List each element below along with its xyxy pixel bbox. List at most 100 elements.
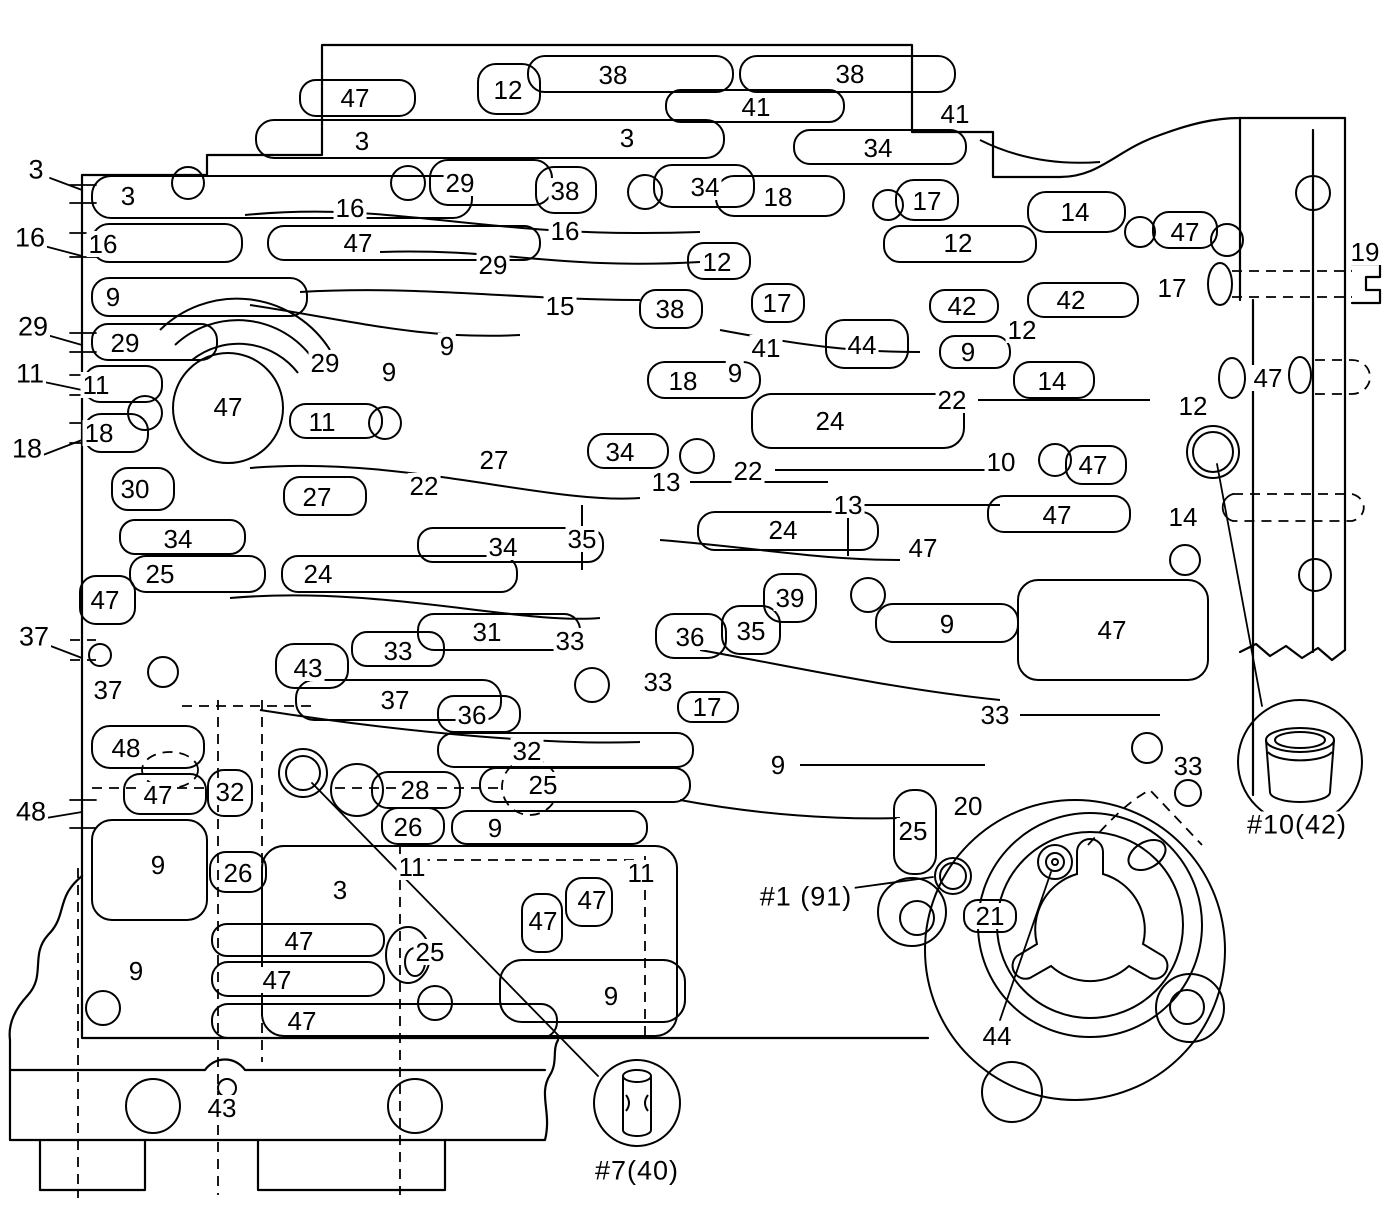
part-number-label: 17 [760,288,794,318]
part-number-label: 48 [13,796,49,827]
part-number-label: 9 [379,357,399,387]
part-number-label: 41 [938,99,972,129]
part-number-label: 14 [1035,366,1069,396]
part-number-label: 30 [118,474,152,504]
part-number-label: 47 [260,965,294,995]
part-number-label: 16 [12,222,48,253]
part-number-label: 36 [455,700,489,730]
callout-1-91: #1 (91) [757,881,855,912]
part-number-label: 41 [749,333,783,363]
part-number-label: 37 [378,685,412,715]
part-number-label: 11 [13,358,47,389]
part-number-label: 42 [1054,285,1088,315]
part-number-label: 47 [141,780,175,810]
part-number-label: 43 [205,1093,239,1123]
part-number-label: 35 [734,616,768,646]
part-number-label: 34 [688,172,722,202]
retainer-clip-19 [1350,262,1382,305]
part-number-label: 16 [548,216,582,246]
part-number-label: 41 [739,92,773,122]
part-number-label: 12 [700,247,734,277]
part-number-label: 39 [773,583,807,613]
part-number-label: 43 [291,653,325,683]
part-number-label: 9 [768,750,788,780]
part-number-label: 37 [16,621,52,652]
part-number-label: 37 [91,675,125,705]
part-number-label: 25 [413,937,447,967]
part-number-label: 18 [9,433,45,464]
part-number-label: 27 [300,482,334,512]
oil-seal-bore [1186,425,1240,479]
part-number-label: 47 [211,392,245,422]
part-number-label: 14 [1058,197,1092,227]
part-number-label: 3 [26,154,46,185]
part-number-label: 25 [896,816,930,846]
leader-callout-10 [1216,463,1263,707]
part-number-label: 38 [833,59,867,89]
part-number-label: 13 [831,490,865,520]
part-number-label: 19 [1348,237,1382,267]
trilobe-rotor-icon [1011,838,1169,983]
part-number-label: 3 [118,181,138,211]
part-number-label: 11 [80,370,112,400]
part-number-label: 11 [396,852,428,882]
part-number-label: 47 [1076,450,1110,480]
part-number-label: 36 [673,622,707,652]
part-number-label: 9 [126,956,146,986]
part-number-label: 27 [477,445,511,475]
part-number-label: 33 [641,667,675,697]
part-number-label: 9 [601,981,621,1011]
part-number-label: 34 [861,133,895,163]
leader-callout-1 [845,876,934,890]
part-number-label: 20 [951,791,985,821]
part-number-label: 18 [761,182,795,212]
part-number-label: 12 [941,228,975,258]
part-number-label: 22 [731,456,765,486]
part-number-label: 25 [143,559,177,589]
part-number-label: 12 [1176,391,1210,421]
part-number-label: 34 [603,437,637,467]
part-number-label: 24 [813,406,847,436]
callout-7-40: #7(40) [592,1155,682,1186]
part-number-label: 11 [306,407,338,437]
part-number-label: 32 [510,736,544,766]
pump-flange-outline [924,799,1226,1101]
part-number-label: 24 [766,515,800,545]
part-number-label: 18 [666,366,700,396]
part-number-label: 38 [653,294,687,324]
part-number-label: 26 [391,812,425,842]
part-number-label: 42 [945,291,979,321]
part-number-label: 33 [978,700,1012,730]
part-number-label: 47 [526,906,560,936]
part-number-label: 11 [625,858,657,888]
part-number-label: 3 [617,123,637,153]
part-number-label: 17 [1155,273,1189,303]
part-number-label: 15 [543,291,577,321]
pump-assembly [877,799,1226,1123]
part-number-label: 31 [470,617,504,647]
part-number-label: 16 [86,229,120,259]
callout-10-42: #10(42) [1244,809,1350,840]
part-number-label: 22 [935,385,969,415]
part-number-label: 26 [221,858,255,888]
part-number-label: 29 [15,311,51,342]
part-number-label: 47 [906,533,940,563]
part-number-label: 12 [491,75,525,105]
part-number-label: 22 [407,471,441,501]
pump-bolt-44 [1037,844,1073,880]
part-number-label: 48 [109,733,143,763]
part-number-label: 3 [330,875,350,905]
leader-lines [42,177,1263,1077]
fluid-passages [79,55,1218,1039]
part-number-label: 3 [352,126,372,156]
part-number-label: 35 [565,524,599,554]
part-number-label: 25 [526,770,560,800]
part-number-label: 44 [845,330,879,360]
part-number-label: 9 [437,331,457,361]
part-number-label: 17 [690,692,724,722]
part-number-label: 29 [443,168,477,198]
roll-pin-detail-icon [593,1059,681,1147]
part-number-label: 9 [958,337,978,367]
